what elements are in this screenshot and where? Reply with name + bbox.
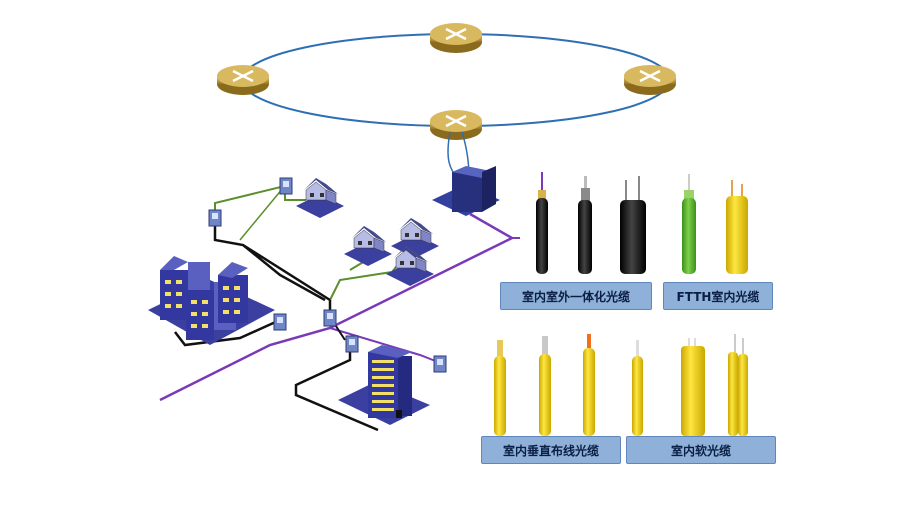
house-2 — [343, 225, 393, 267]
cable-ftth-yellow — [726, 180, 748, 274]
cable-indoor-outdoor-2 — [578, 176, 592, 274]
cable-ftth-green — [682, 174, 696, 274]
olt-cabinet — [432, 166, 500, 216]
cable-vertical-1 — [494, 340, 506, 436]
splitter-box-2 — [323, 309, 337, 327]
label-soft-cable: 室内软光缆 — [626, 436, 776, 464]
house-1 — [295, 177, 345, 219]
cable-soft-2 — [681, 338, 705, 436]
splitter-box-3 — [345, 335, 359, 353]
cable-soft-1 — [632, 340, 643, 436]
label-ftth-cable: FTTH室内光缆 — [663, 282, 773, 310]
cable-indoor-outdoor-1 — [536, 172, 548, 274]
splitter-box-5 — [208, 209, 222, 227]
label-indoor-outdoor-cable: 室内室外一体化光缆 — [500, 282, 652, 310]
cable-soft-3 — [728, 334, 748, 436]
cable-vertical-2 — [539, 336, 551, 436]
cable-indoor-outdoor-3 — [620, 176, 646, 274]
router-bottom — [428, 108, 484, 142]
router-top — [428, 21, 484, 55]
label-vertical-cable: 室内垂直布线光缆 — [481, 436, 621, 464]
router-left — [215, 63, 271, 97]
router-right — [622, 63, 678, 97]
apartment-cluster — [148, 256, 275, 345]
cable-vertical-3 — [583, 334, 595, 436]
splitter-box-1 — [273, 313, 287, 331]
office-building — [338, 345, 430, 425]
splitter-box-6 — [279, 177, 293, 195]
splitter-box-4 — [433, 355, 447, 373]
